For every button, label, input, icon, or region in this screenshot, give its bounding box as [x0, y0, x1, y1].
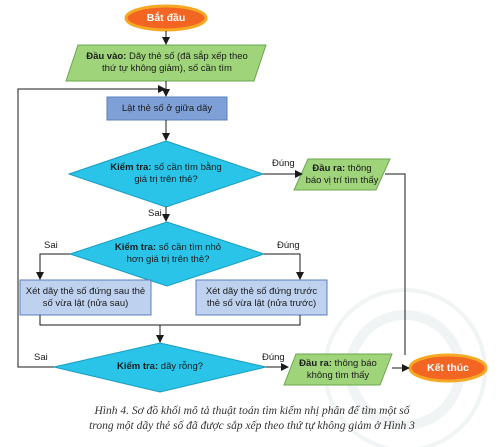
figure-caption: Hình 4. Sơ đồ khối mô tả thuật toán tìm … [0, 404, 504, 434]
end-oval [408, 353, 488, 383]
check2-yes-label: Đúng [277, 240, 300, 251]
check1-no-label: Sai [148, 208, 162, 219]
check1-text: số cần tìm bằng giá trị trên thẻ? [134, 162, 222, 185]
start-label: Bắt đầu [146, 12, 186, 24]
output-found-node-text: Đầu ra: thông báo vị trí tìm thấy [300, 160, 384, 190]
input-parallelogram [65, 44, 267, 82]
start-oval [124, 4, 208, 32]
check3-text: dãy rỗng? [158, 361, 204, 372]
input-node-text: Đầu vào: Dãy thẻ số (đã sắp xếp theo thứ… [74, 46, 260, 80]
check3-no-label: Sai [34, 352, 48, 363]
input-label: Đầu vào: [86, 51, 127, 62]
check3-node-text: Kiểm tra: dãy rỗng? [95, 358, 225, 376]
output-found-text: thông báo vị trí tìm thấy [305, 163, 379, 186]
output-notfound-label: Đầu ra: [299, 358, 332, 369]
check2-no-label: Sai [44, 240, 58, 251]
flip-middle-label: Lật thẻ số ở giữa dãy [121, 102, 213, 114]
check3-label: Kiểm tra: [116, 361, 159, 372]
end-label: Kết thúc [427, 362, 469, 374]
check3-yes-label: Đúng [262, 352, 285, 363]
check2-label: Kiểm tra: [114, 242, 157, 253]
check1-node-text: Kiểm tra: số cần tìm bằng giá trị trên t… [104, 157, 228, 191]
output-found-label: Đầu ra: [312, 163, 346, 174]
left-half-label: Xét dãy thẻ số đứng sau thẻ số vừa lật (… [25, 285, 146, 309]
check2-text: số cần tìm nhỏ hơn giá trị trên thẻ? [126, 242, 222, 265]
caption-line-1: Hình 4. Sơ đồ khối mô tả thuật toán tìm … [94, 405, 410, 417]
check3-diamond [53, 342, 267, 393]
left-half-box [19, 279, 152, 316]
output-notfound-text: thông báo không tìm thấy [306, 358, 377, 381]
check2-diamond [68, 221, 266, 287]
input-text: Dãy thẻ số (đã sắp xếp theo thứ tự không… [102, 51, 248, 74]
output-notfound-parallelogram [283, 353, 393, 386]
check1-label: Kiểm tra: [110, 162, 152, 173]
check2-node-text: Kiểm tra: số cần tìm nhỏ hơn giá trị trê… [106, 238, 230, 270]
caption-line-2: trong một dãy thẻ số đã được sắp xếp the… [89, 420, 415, 432]
check1-yes-label: Đúng [272, 158, 295, 169]
output-found-parallelogram [293, 158, 391, 191]
right-half-box [195, 279, 328, 316]
flip-middle-box [106, 96, 228, 121]
right-half-label: Xét dãy thẻ số đứng trước thẻ số vừa lật… [205, 285, 318, 309]
output-notfound-node-text: Đầu ra: thông báo không tìm thấy [288, 355, 388, 385]
